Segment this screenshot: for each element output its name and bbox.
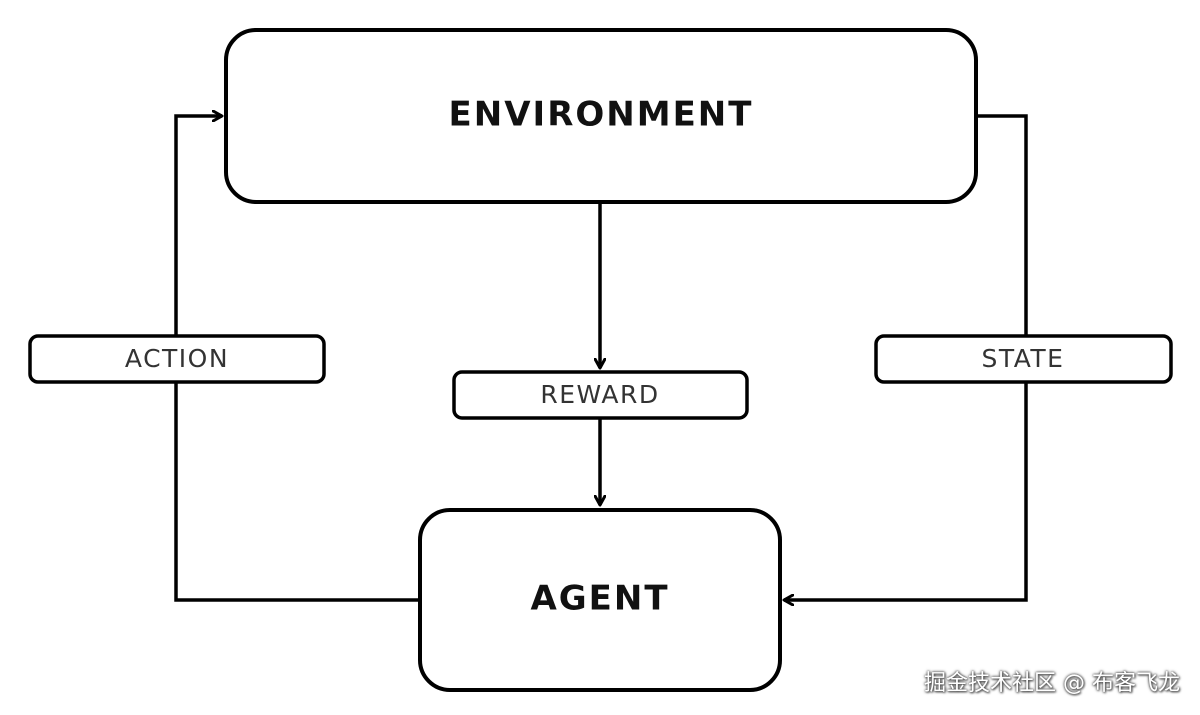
agent-label: AGENT bbox=[530, 579, 669, 619]
state-label-text: STATE bbox=[982, 344, 1065, 373]
state-edge-label: STATE bbox=[874, 334, 1173, 384]
action-edge-label: ACTION bbox=[28, 334, 326, 384]
reward-label-text: REWARD bbox=[540, 380, 659, 409]
watermark: 掘金技术社区 @ 布客飞龙 bbox=[924, 671, 1180, 696]
environment-node: ENVIRONMENT bbox=[224, 28, 978, 204]
environment-label: ENVIRONMENT bbox=[449, 95, 754, 135]
agent-node: AGENT bbox=[418, 508, 782, 692]
action-label-text: ACTION bbox=[125, 344, 229, 373]
reward-edge-label: REWARD bbox=[452, 370, 749, 420]
